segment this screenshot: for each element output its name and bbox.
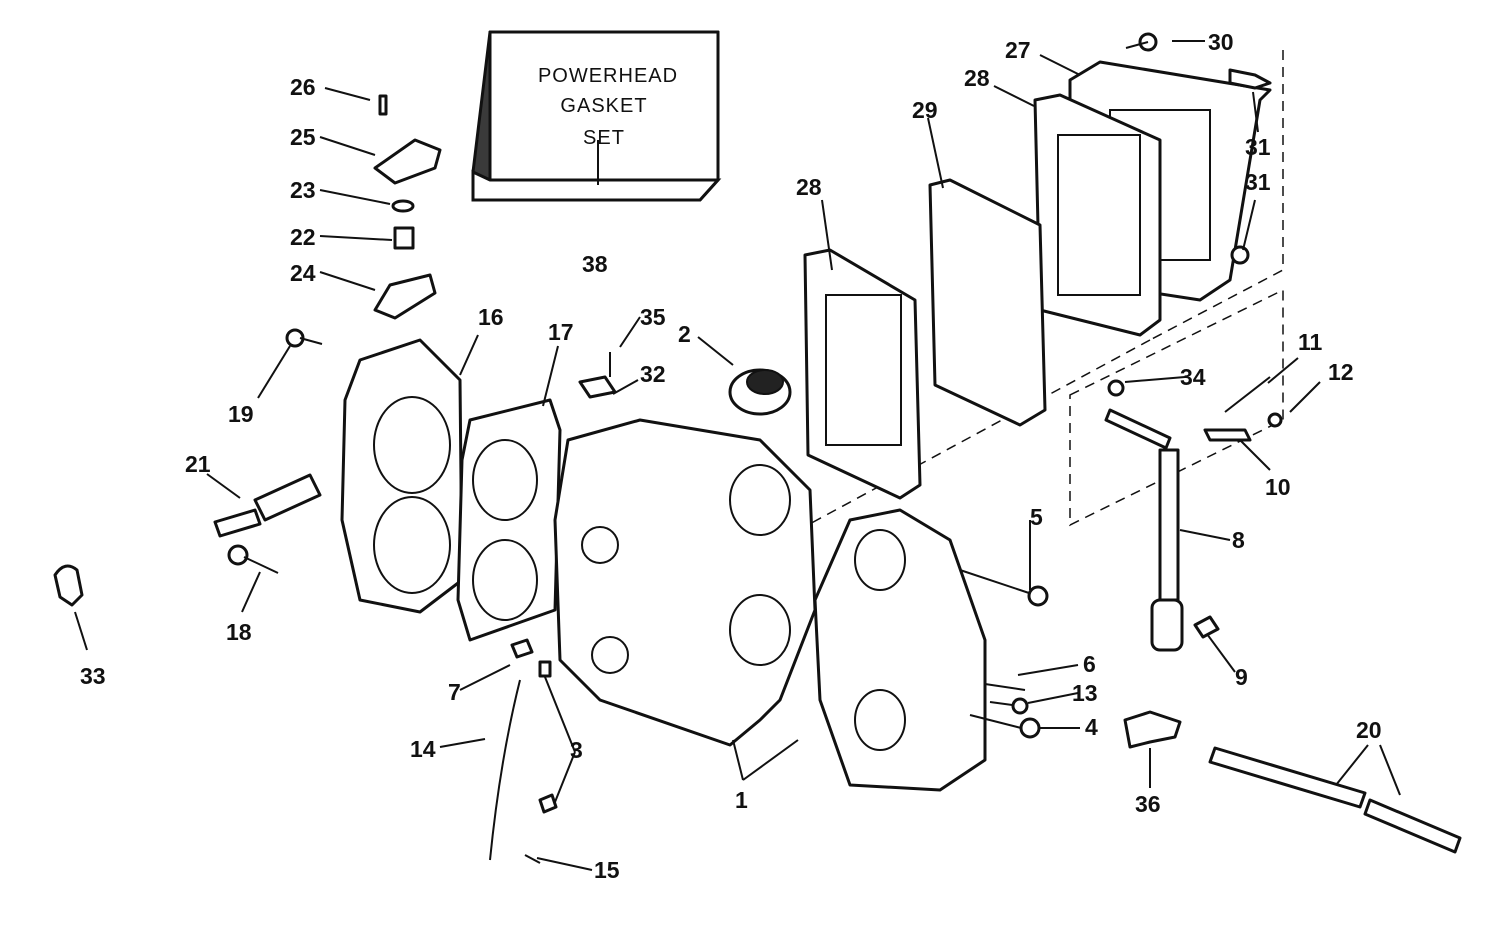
callout-5: 5 (1030, 504, 1043, 530)
top-right-hardware (1125, 32, 1272, 265)
callout-9: 9 (1235, 664, 1248, 690)
callout-33: 32 (640, 361, 666, 387)
callout-18: 18 (226, 619, 252, 645)
hose-20 (1208, 746, 1462, 854)
callout-28-front: 28 (796, 174, 822, 200)
callout-13: 13 (1072, 680, 1098, 706)
callout-19: 19 (228, 401, 254, 427)
callout-22: 22 (290, 224, 316, 250)
callout-26: 26 (290, 74, 316, 100)
callout-32: 31 (1245, 134, 1271, 160)
callout-8: 8 (1232, 527, 1245, 553)
callout-1: 1 (735, 787, 748, 813)
callout-30: 30 (1208, 29, 1234, 55)
callout-38: 38 (582, 251, 608, 277)
callout-2: 2 (678, 321, 691, 347)
exhaust-plate-29 (928, 178, 1047, 427)
cylinder-head-16 (340, 338, 464, 614)
cylinder-block (553, 418, 817, 747)
callout-10: 10 (1265, 474, 1291, 500)
bolt-19 (285, 328, 323, 348)
callout-3: 3 (570, 737, 583, 763)
assembly-dash-lines (779, 50, 1284, 541)
callout-27: 27 (1005, 37, 1031, 63)
box-text-line2: GASKET (560, 95, 647, 117)
callout-29: 29 (912, 97, 938, 123)
callout-37: 36 (1135, 791, 1161, 817)
callout-16: 16 (478, 304, 504, 330)
callout-31: 31 (1245, 169, 1271, 195)
callout-17: 17 (548, 319, 574, 345)
bolt-18 (227, 544, 279, 574)
exhaust-gasket-28-front (803, 248, 922, 500)
fitting-37 (1123, 710, 1182, 749)
bolts-right (959, 569, 1049, 739)
leader-lines (74, 40, 1401, 871)
callout-6: 6 (1083, 651, 1096, 677)
callout-23: 23 (290, 177, 316, 203)
exhaust-plate-gasket-28-rear (1033, 93, 1162, 337)
callout-12: 12 (1328, 359, 1354, 385)
callout-numbers: 26 25 23 22 24 19 21 18 33 16 17 38 35 3… (80, 29, 1382, 883)
callout-24: 24 (290, 260, 316, 286)
callout-15: 15 (594, 857, 620, 883)
head-gasket-17 (456, 398, 562, 642)
crankcase (813, 508, 987, 792)
callout-35: 34 (1180, 364, 1206, 390)
callout-11: 11 (1298, 329, 1323, 355)
box-text-line3: SET (583, 127, 625, 149)
callout-14: 14 (410, 736, 436, 762)
box-text-line1: POWERHEAD (538, 65, 678, 87)
callout-7: 7 (448, 679, 461, 705)
callout-4: 4 (1085, 714, 1098, 740)
callout-21: 21 (185, 451, 211, 477)
clip-34 (53, 564, 84, 607)
thermostat-parts (373, 94, 442, 320)
callout-34: 33 (80, 663, 106, 689)
gasket-set-box: POWERHEAD GASKET SET (471, 30, 722, 202)
crankshaft-seal-2 (728, 368, 792, 416)
callout-20: 20 (1356, 717, 1382, 743)
callout-36: 35 (640, 304, 666, 330)
callout-25: 25 (290, 124, 316, 150)
throttle-shaft-8 (1104, 376, 1283, 652)
callout-28-rear: 28 (964, 65, 990, 91)
fitting-parts (489, 352, 617, 864)
spark-plug-21 (213, 473, 322, 538)
